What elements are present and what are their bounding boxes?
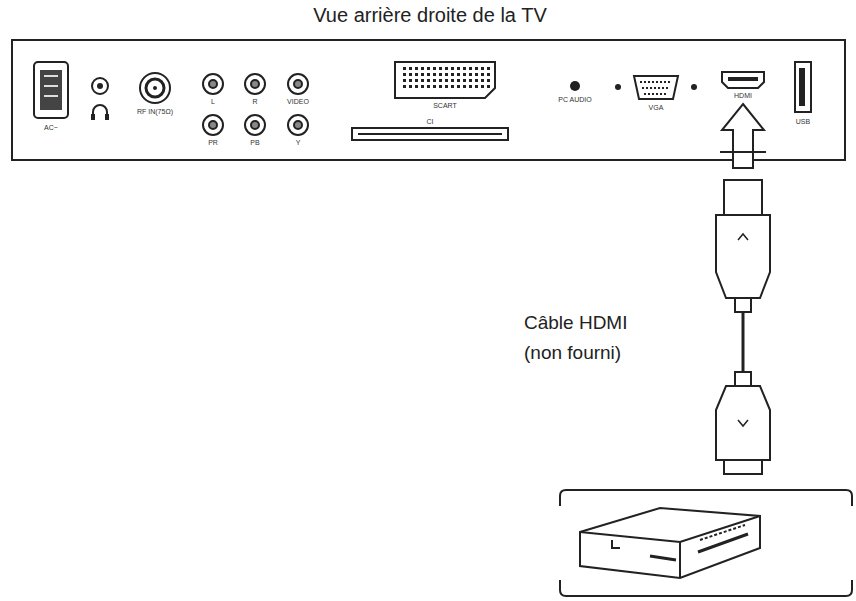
port-label: AC~: [44, 124, 58, 132]
set-top-box: [560, 490, 852, 596]
port-label: USB: [796, 118, 810, 126]
scart-connector: [395, 62, 495, 98]
port-label: PB: [250, 139, 259, 147]
port-label: HDMI: [734, 92, 752, 100]
ac-socket: [34, 62, 68, 118]
vga-connector: [615, 76, 697, 99]
hdmi-port: [722, 72, 764, 88]
cable-label: Câble HDMI (non fourni): [524, 308, 652, 369]
rca-jacks: [203, 74, 308, 135]
port-label: PC AUDIO: [558, 96, 591, 104]
port-label: L: [211, 98, 215, 106]
ci-slot: [352, 128, 508, 140]
pc-audio-jack: [570, 81, 580, 91]
port-label: PR: [208, 139, 218, 147]
insert-arrow: [722, 104, 764, 168]
port-label: VGA: [649, 104, 664, 112]
port-label: VIDEO: [287, 98, 309, 106]
port-label: Y: [296, 139, 301, 147]
port-label: R: [252, 98, 257, 106]
diagram-title: Vue arrière droite de la TV: [313, 4, 546, 27]
rf-connector: [140, 73, 170, 103]
port-label: RF IN(75Ω): [137, 108, 173, 116]
usb-port: [795, 62, 811, 112]
headphone-jack: [91, 78, 109, 120]
port-label: CI: [427, 118, 434, 126]
tv-panel: [12, 40, 845, 160]
hdmi-cable: [716, 180, 770, 474]
port-label: SCART: [433, 102, 457, 110]
